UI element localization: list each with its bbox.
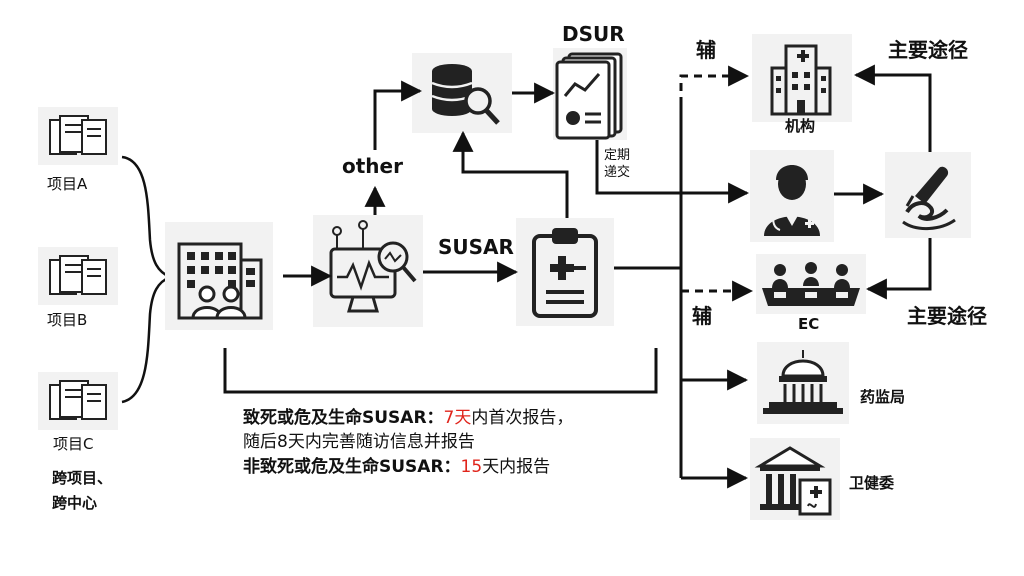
nhc-label: 卫健委 [849,474,895,492]
project-c-label: 项目C [53,435,94,453]
dsur-label: DSUR [562,22,625,46]
project-b-icon [38,247,118,305]
report-document-icon [553,48,627,140]
nonfatal-rule: 非致死或危及生命SUSAR：15天内报告 [243,457,551,478]
connectors [223,64,932,489]
secondary-connectors [679,65,754,302]
dsur-note-line1: 定期 [604,148,631,163]
fatal-rule-line1: 致死或危及生命SUSAR：7天内首次报告， [243,408,574,429]
fatal-rule-line2: 随后8天内完善随访信息并报告 [243,432,475,452]
cross-label-line2: 跨中心 [52,494,98,512]
grouping-brace [121,155,174,404]
signing-hand-icon [885,152,971,238]
government-dome-icon [757,342,849,424]
doctor-icon [750,150,834,242]
nonfatal-rule-prefix: 非致死或危及生命SUSAR： [243,457,461,477]
project-a-icon [38,107,118,165]
committee-meeting-icon [756,254,866,314]
secondary-label-top: 辅 [696,38,716,62]
company-building-icon [165,222,273,330]
health-commission-icon [750,438,840,520]
ec-label: EC [798,315,820,333]
database-search-icon [412,53,512,133]
susar-label: SUSAR [438,235,514,259]
fatal-rule-prefix: 致死或危及生命SUSAR： [243,408,444,428]
project-a-label: 项目A [47,175,88,193]
nonfatal-rule-days: 15 [460,457,483,477]
hospital-icon [752,34,852,122]
other-label: other [342,154,403,178]
fatal-rule-days: 7天 [443,408,472,428]
cross-label-line1: 跨项目、 [52,469,113,487]
project-c-icon [38,372,118,430]
institution-label: 机构 [785,117,816,135]
nonfatal-rule-suffix: 天内报告 [482,457,551,477]
fatal-rule-suffix: 内首次报告， [471,408,574,428]
dsur-note-line2: 递交 [604,165,631,180]
nmpa-label: 药监局 [860,388,906,406]
primary-route-label-top: 主要途径 [888,38,968,62]
secondary-label-bottom: 辅 [692,304,712,328]
data-monitor-icon [313,215,423,327]
clipboard-report-icon [516,218,614,326]
primary-route-label-bottom: 主要途径 [907,304,987,328]
project-b-label: 项目B [47,311,88,329]
